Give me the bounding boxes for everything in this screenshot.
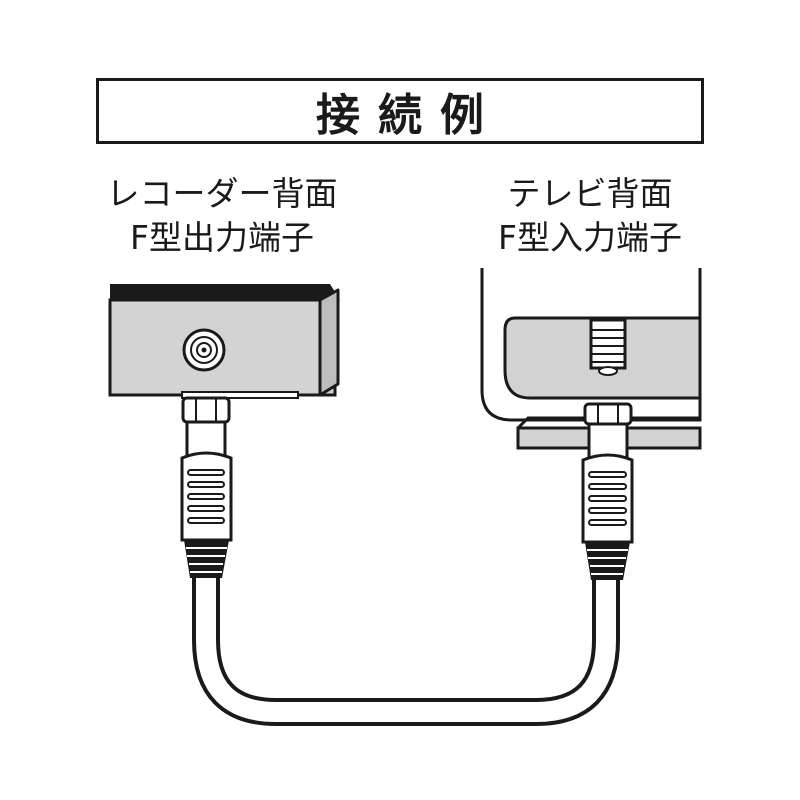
title-text: 接続例 [316,90,502,141]
tv-label: テレビ背面 F型入力端子 [440,172,740,260]
title-box: 接続例 [96,78,704,144]
f-output-jack [182,328,226,372]
recorder-label-line1: レコーダー背面 [106,174,338,213]
tv-label-line1: テレビ背面 [507,174,673,213]
tv-label-line2: F型入力端子 [498,218,682,257]
right-connector-plug [581,402,634,580]
recorder-label-line2: F型出力端子 [130,218,314,257]
coaxial-cable [192,575,620,726]
left-connector-plug [180,396,233,578]
recorder-device [108,284,340,399]
f-input-jack [589,318,627,376]
recorder-label: レコーダー背面 F型出力端子 [72,172,372,260]
